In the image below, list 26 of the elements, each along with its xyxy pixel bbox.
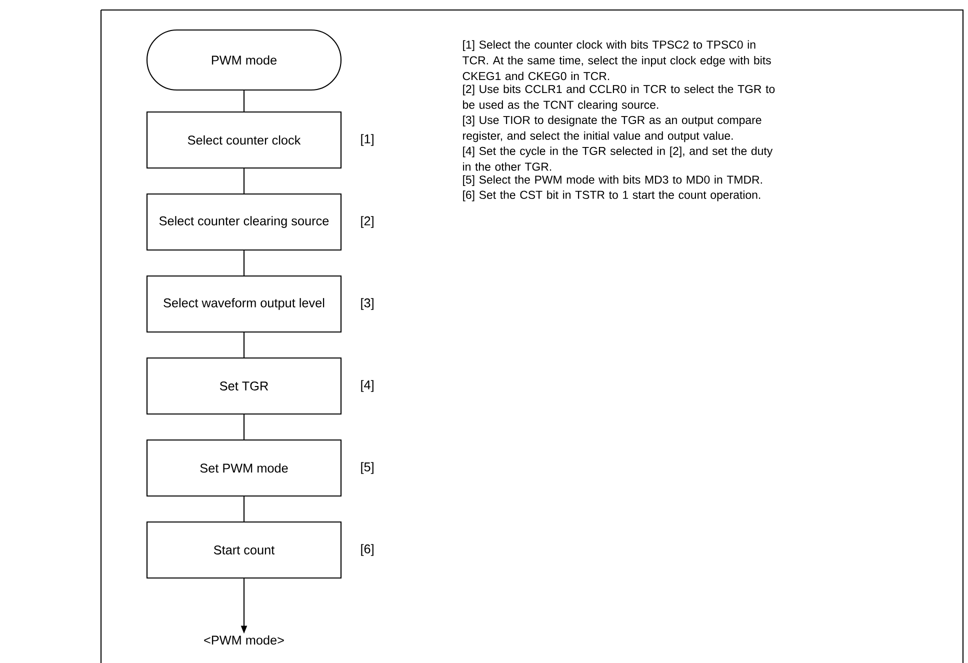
process-box: Set PWM mode: [146, 439, 342, 497]
connector: [243, 496, 245, 522]
connector: [243, 168, 245, 194]
connector: [243, 332, 245, 358]
process-box: Set TGR: [146, 357, 342, 415]
step-number: [4]: [361, 380, 374, 392]
process-box: Select counter clearing source: [146, 193, 342, 251]
step-number: [2]: [361, 216, 374, 228]
process-box: Start count: [146, 521, 342, 579]
step-number: [5]: [361, 462, 374, 474]
note: [3] Use TIOR to designate the TGR as an output compare register, and select the initial value and output value.: [463, 116, 762, 142]
note: [2] Use bits CCLR1 and CCLR0 in TCR to select the TGR to be used as the TCNT clearing source.: [463, 84, 775, 112]
connector: [243, 250, 245, 276]
end-label: <PWM mode>: [204, 635, 284, 645]
note: [4] Set the cycle in the TGR selected in [2], and set the duty in the other TGR.: [463, 146, 773, 171]
process-box: Select waveform output level: [146, 275, 342, 333]
note: [6] Set the CST bit in TSTR to 1 start the count operation.: [463, 190, 760, 202]
step-number: [6]: [361, 544, 374, 556]
terminal-box: PWM mode: [146, 29, 342, 91]
note: [1] Select the counter clock with bits TPSC2 to TPSC0 in TCR. At the same time, select the input clock edge with bits CKEG1 and CKEG0 in TCR.: [462, 40, 771, 80]
note: [5] Select the PWM mode with bits MD3 to MD0 in TMDR.: [463, 175, 762, 186]
connector: [243, 90, 245, 112]
step-number: [3]: [361, 298, 374, 310]
step-number: [1]: [361, 134, 374, 146]
connector: [243, 414, 245, 440]
process-box: Select counter clock: [146, 111, 342, 169]
